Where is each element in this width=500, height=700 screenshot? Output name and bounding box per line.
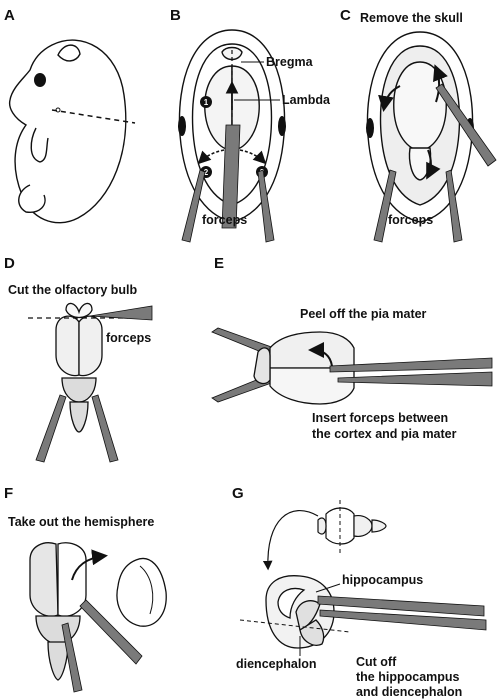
step-1-number: 1: [204, 98, 209, 107]
panel-a: A: [4, 7, 136, 224]
forceps-horizontal: [89, 305, 153, 321]
peel-arrow-left: [378, 85, 401, 112]
forceps-left: [181, 169, 206, 243]
forceps-label: forceps: [106, 331, 151, 345]
forceps-left: [61, 622, 83, 693]
panel-e-note-line2: the cortex and pia mater: [312, 427, 457, 441]
panel-c-letter: C: [340, 7, 351, 24]
panel-a-letter: A: [4, 7, 15, 24]
forceps-right-lower: [337, 371, 493, 387]
forceps-right: [79, 599, 143, 665]
panel-g-letter: G: [232, 485, 244, 502]
cut-line-dashed-lower: [239, 619, 351, 633]
brain-hemispheres: [29, 542, 87, 681]
forceps-right: [257, 169, 275, 243]
forceps-left: [35, 394, 67, 463]
panel-f-letter: F: [4, 485, 13, 502]
panel-f-title: Take out the hemisphere: [8, 515, 154, 529]
panel-f: F Take out the hemisphere: [4, 485, 167, 693]
step-1-marker: [200, 96, 212, 108]
removed-hemisphere: [116, 557, 167, 627]
forceps-right: [91, 394, 119, 463]
right-eye-icon: [278, 116, 286, 136]
forceps-left: [373, 169, 397, 243]
head-outline-open: [366, 31, 474, 223]
hippocampus-leader: [315, 583, 341, 593]
panel-c: C Remove the skull forceps: [340, 7, 497, 243]
panel-d-letter: D: [4, 255, 15, 272]
left-eye-icon: [178, 116, 186, 136]
cut-arrow-right: [239, 149, 267, 165]
panel-g-note-line1: Cut off: [356, 655, 397, 669]
forceps-right-upper: [329, 357, 493, 373]
forceps-right: [435, 83, 497, 167]
eye-icon: [34, 73, 46, 87]
hippocampus-label: hippocampus: [342, 573, 423, 587]
forceps-lower: [319, 609, 487, 631]
panel-g-note-line3: and diencephalon: [356, 685, 462, 699]
panel-g: G hippocampus diencephalon Cut off the h…: [232, 485, 487, 699]
take-out-arrow: [71, 549, 108, 581]
transition-arrow: [262, 510, 319, 571]
panel-d-title: Cut the olfactory bulb: [8, 283, 138, 297]
panel-b: B 1 2 3 Bregma Lambda forceps: [170, 7, 331, 243]
forceps-center: [221, 124, 241, 229]
left-eye-icon: [366, 118, 374, 138]
panel-e-letter: E: [214, 255, 224, 272]
panel-g-note-line2: the hippocampus: [356, 670, 460, 684]
brain-dorsal: [55, 302, 103, 433]
panel-c-title: Remove the skull: [360, 11, 463, 25]
mouse-embryo-drawing: [8, 39, 127, 224]
panel-b-letter: B: [170, 7, 181, 24]
diencephalon-label: diencephalon: [236, 657, 317, 671]
forceps-label: forceps: [388, 213, 433, 227]
peel-arrow-right: [433, 64, 448, 103]
cut-arrow-left: [197, 149, 225, 165]
peel-arrow-down: [426, 149, 441, 180]
step-2-number: 2: [204, 168, 209, 177]
peel-arrow: [308, 342, 333, 367]
panel-d: D Cut the olfactory bulb forceps: [4, 255, 153, 463]
forceps-label: forceps: [202, 213, 247, 227]
lambda-label: Lambda: [282, 93, 331, 107]
bregma-label: Bregma: [266, 55, 314, 69]
forceps-upper: [317, 595, 485, 617]
hemisphere-medial: [265, 575, 335, 649]
brain-small-top: [317, 507, 387, 545]
panel-e-title: Peel off the pia mater: [300, 307, 427, 321]
forceps-right-lower: [445, 169, 463, 243]
removed-hemisphere-inner: [139, 565, 154, 615]
panel-e: E Peel off the pia mater Insert forceps …: [211, 255, 493, 441]
panel-e-note-line1: Insert forceps between: [312, 411, 448, 425]
